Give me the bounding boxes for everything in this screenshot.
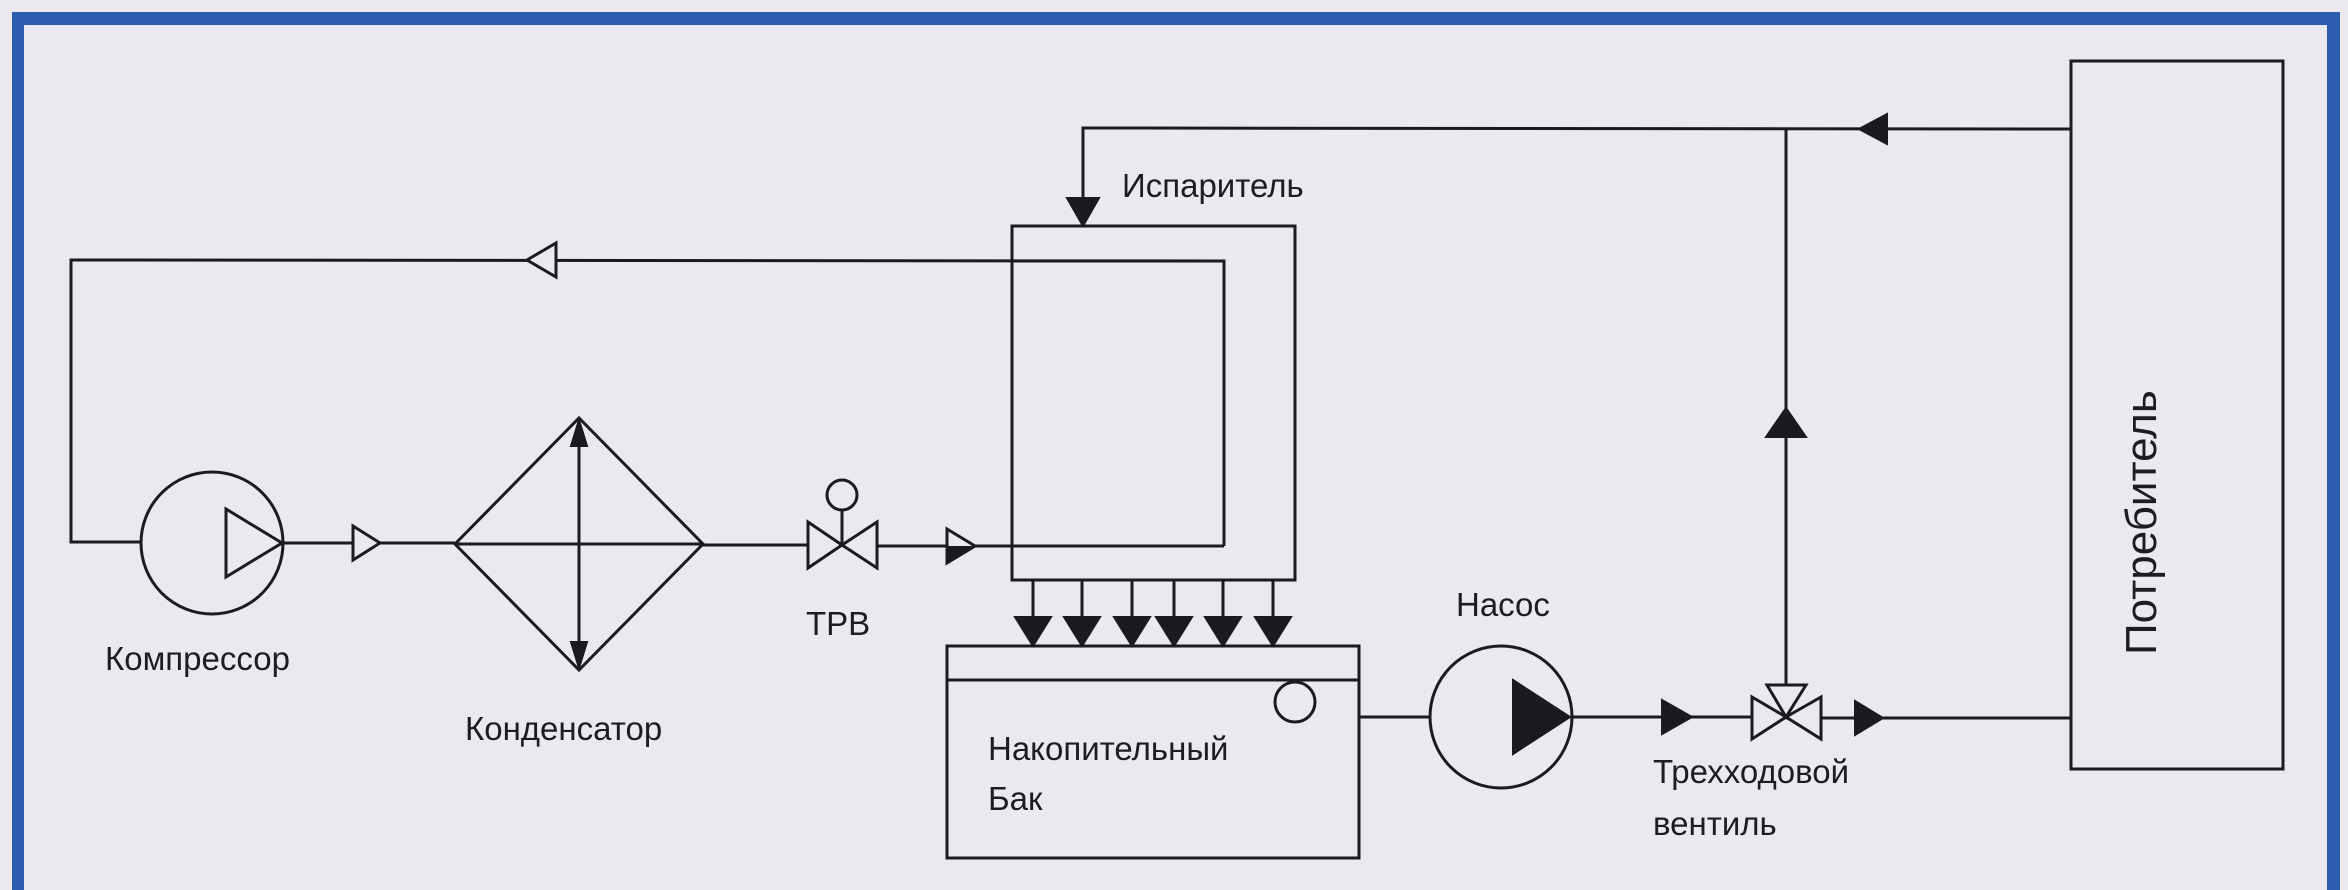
arrow-down-icon [569, 641, 589, 672]
flow-arrow-down-icon [1065, 197, 1101, 229]
valve-right-triangle [839, 519, 879, 571]
label-three-way-valve-line2: вентиль [1653, 805, 1777, 842]
flow-arrow-down-icon [1253, 616, 1293, 648]
valve-right-triangle [1783, 694, 1823, 742]
refrigerant-circuit [69, 240, 1226, 673]
flow-arrow-outline [945, 526, 978, 566]
expansion-valve [806, 478, 879, 571]
label-compressor: Компрессор [105, 640, 290, 677]
frame-top [12, 12, 2340, 25]
tank-sensor-icon [1273, 680, 1317, 724]
three-way-valve [1750, 683, 1823, 742]
label-consumer: Потребитель [2117, 390, 2166, 655]
storage-tank [945, 644, 1361, 860]
water-circuit [1065, 59, 2285, 790]
arrow-up-icon [569, 416, 589, 447]
flow-arrow-left-icon [1856, 112, 1888, 146]
flow-arrow-down-icon [1112, 616, 1152, 648]
compressor-circle [139, 470, 285, 616]
pump-triangle-icon [1512, 678, 1572, 756]
compressor [139, 470, 285, 616]
label-tank-line1: Накопительный [988, 730, 1228, 767]
evaporator [1010, 224, 1297, 582]
label-evaporator: Испаритель [1122, 167, 1304, 204]
flow-arrow-down-icon [1154, 616, 1194, 648]
tank-box [945, 644, 1361, 860]
label-tank-line2: Бак [988, 780, 1043, 817]
return-line [1081, 126, 2072, 200]
flow-arrow-right-icon [1661, 698, 1695, 736]
thermo-bulb-icon [825, 478, 859, 512]
frame-left [12, 12, 24, 890]
flow-arrow-open-left-icon [524, 240, 558, 280]
flow-arrow-up-icon [1764, 406, 1808, 438]
valve-left-triangle [806, 519, 845, 571]
consumer-box [2069, 59, 2285, 771]
compressor-triangle-icon [224, 506, 285, 580]
evaporator-to-tank-flow [1013, 580, 1293, 648]
flow-arrow-down-icon [1013, 616, 1053, 648]
label-expansion-valve: ТРВ [806, 605, 870, 642]
flow-arrow-open-right-icon [351, 523, 383, 563]
flow-arrow-down-icon [1203, 616, 1243, 648]
valve-left-triangle [1750, 694, 1789, 742]
flow-arrow-right-icon [1854, 699, 1885, 737]
condenser [452, 415, 706, 673]
frame-right [2327, 12, 2340, 890]
evaporator-box [1010, 224, 1297, 582]
label-three-way-valve-line1: Трехходовой [1653, 753, 1849, 790]
label-pump: Насос [1456, 586, 1550, 623]
pump [1428, 644, 1574, 790]
flow-arrow-down-icon [1062, 616, 1102, 648]
label-condenser: Конденсатор [465, 710, 662, 747]
valve-top-triangle [1764, 683, 1809, 720]
suction-line [69, 258, 1226, 546]
frame [12, 12, 2340, 890]
